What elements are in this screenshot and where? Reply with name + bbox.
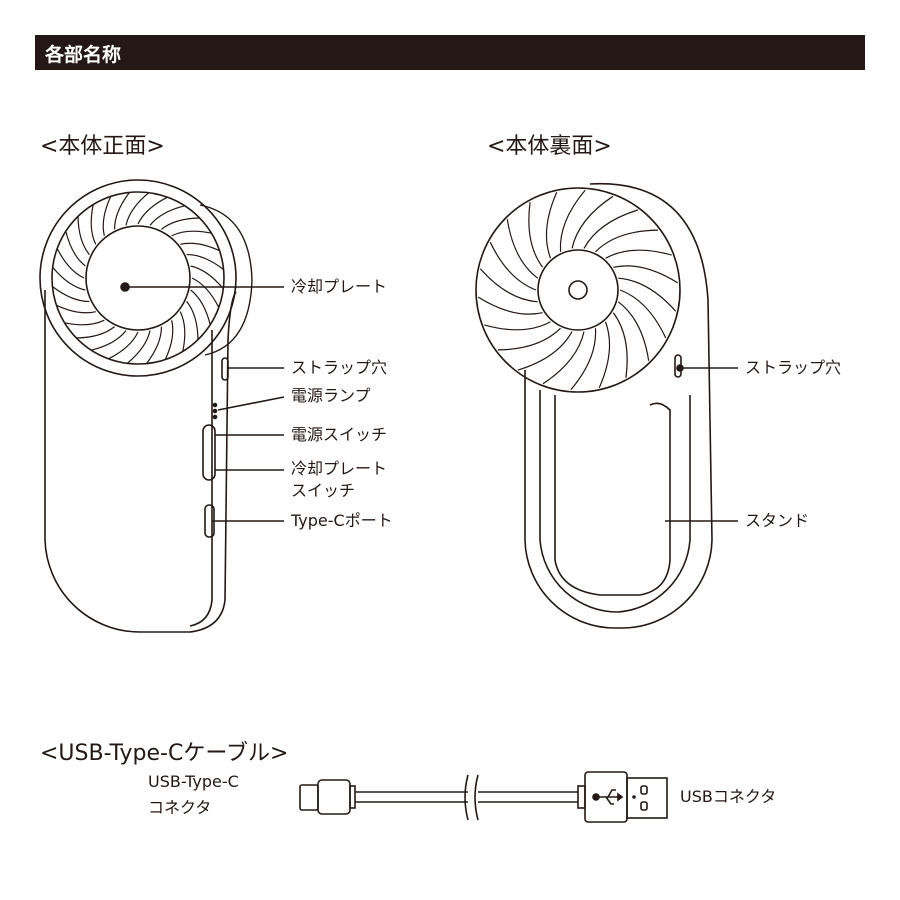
front-device-drawing [39, 179, 285, 633]
label-strap-hole-front: ストラップ穴 [291, 358, 388, 377]
fan-blade [171, 230, 212, 237]
fan-blade [102, 196, 112, 236]
fan-blade [479, 268, 538, 303]
fan-blade [617, 301, 650, 361]
fan-blade [612, 312, 628, 378]
fan-blade [595, 229, 659, 253]
fan-blade [146, 326, 163, 364]
fan-blade [179, 311, 186, 352]
fan-blade [164, 320, 174, 360]
cable-title: <USB-Type-Cケーブル> [40, 741, 289, 766]
label-stand: スタンド [745, 511, 810, 530]
fan-blade [598, 321, 611, 388]
fan-blade [613, 265, 679, 284]
fan-blade [52, 286, 90, 303]
label-power-switch: 電源スイッチ [291, 425, 388, 444]
fan-blade [125, 192, 150, 226]
back-device-drawing [475, 182, 738, 629]
fan-blade [186, 253, 224, 270]
fan-blade [484, 321, 551, 331]
front-view-title: <本体正面> [40, 134, 165, 159]
fan-blade [52, 266, 86, 291]
fan-blade [545, 192, 558, 259]
fan-blade [56, 248, 85, 279]
label-cooling-switch-line2: スイッチ [291, 481, 356, 500]
label-typec-connector-line2: コネクタ [148, 798, 212, 817]
fan-blade [528, 202, 544, 268]
fan-blade [542, 331, 585, 385]
fan-blade [137, 196, 168, 225]
fan-blade [190, 289, 211, 325]
fan-blade [108, 331, 139, 360]
fan-blade [113, 192, 130, 230]
cable-drawing [299, 771, 668, 823]
fan-blade [489, 241, 537, 291]
fan-blade [497, 327, 561, 351]
label-usb-connector: USBコネクタ [680, 787, 777, 806]
fan-blade [56, 304, 96, 314]
fan-blade [126, 330, 151, 364]
fan-blade [64, 319, 105, 326]
fan-blade [605, 249, 672, 259]
label-cooling-switch-line1: 冷却プレート [291, 459, 388, 478]
fan-blade [559, 189, 586, 252]
fan-blade [77, 216, 90, 255]
fan-blade [506, 219, 539, 279]
fan-blade [191, 277, 220, 308]
fan-blade [161, 217, 200, 230]
fan-blade [477, 296, 543, 315]
fan-blade [570, 328, 597, 391]
fan-blade [190, 265, 224, 290]
label-strap-hole-back: ストラップ穴 [745, 358, 842, 377]
fan-blade [517, 331, 573, 371]
fan-blade [65, 231, 86, 267]
fan-blade [619, 289, 667, 339]
label-typec-connector-line1: USB-Type-C [148, 772, 239, 791]
fan-blade [90, 204, 97, 245]
fan-blade [583, 209, 639, 249]
fan-blade [91, 330, 127, 351]
fan-blade [186, 301, 199, 340]
fan-blade [618, 277, 677, 312]
label-power-lamp: 電源ランプ [291, 386, 371, 405]
fan-blade [149, 205, 185, 226]
back-view-title: <本体裏面> [487, 134, 612, 159]
label-cooling-plate: 冷却プレート [291, 277, 388, 296]
fan-blade [76, 326, 115, 339]
label-typec-port: Type-Cポート [291, 511, 393, 530]
section-header-title: 各部名称 [45, 44, 122, 66]
fan-blade [571, 195, 614, 249]
fan-blade [180, 242, 220, 252]
section-header-bar: 各部名称 [35, 35, 865, 70]
